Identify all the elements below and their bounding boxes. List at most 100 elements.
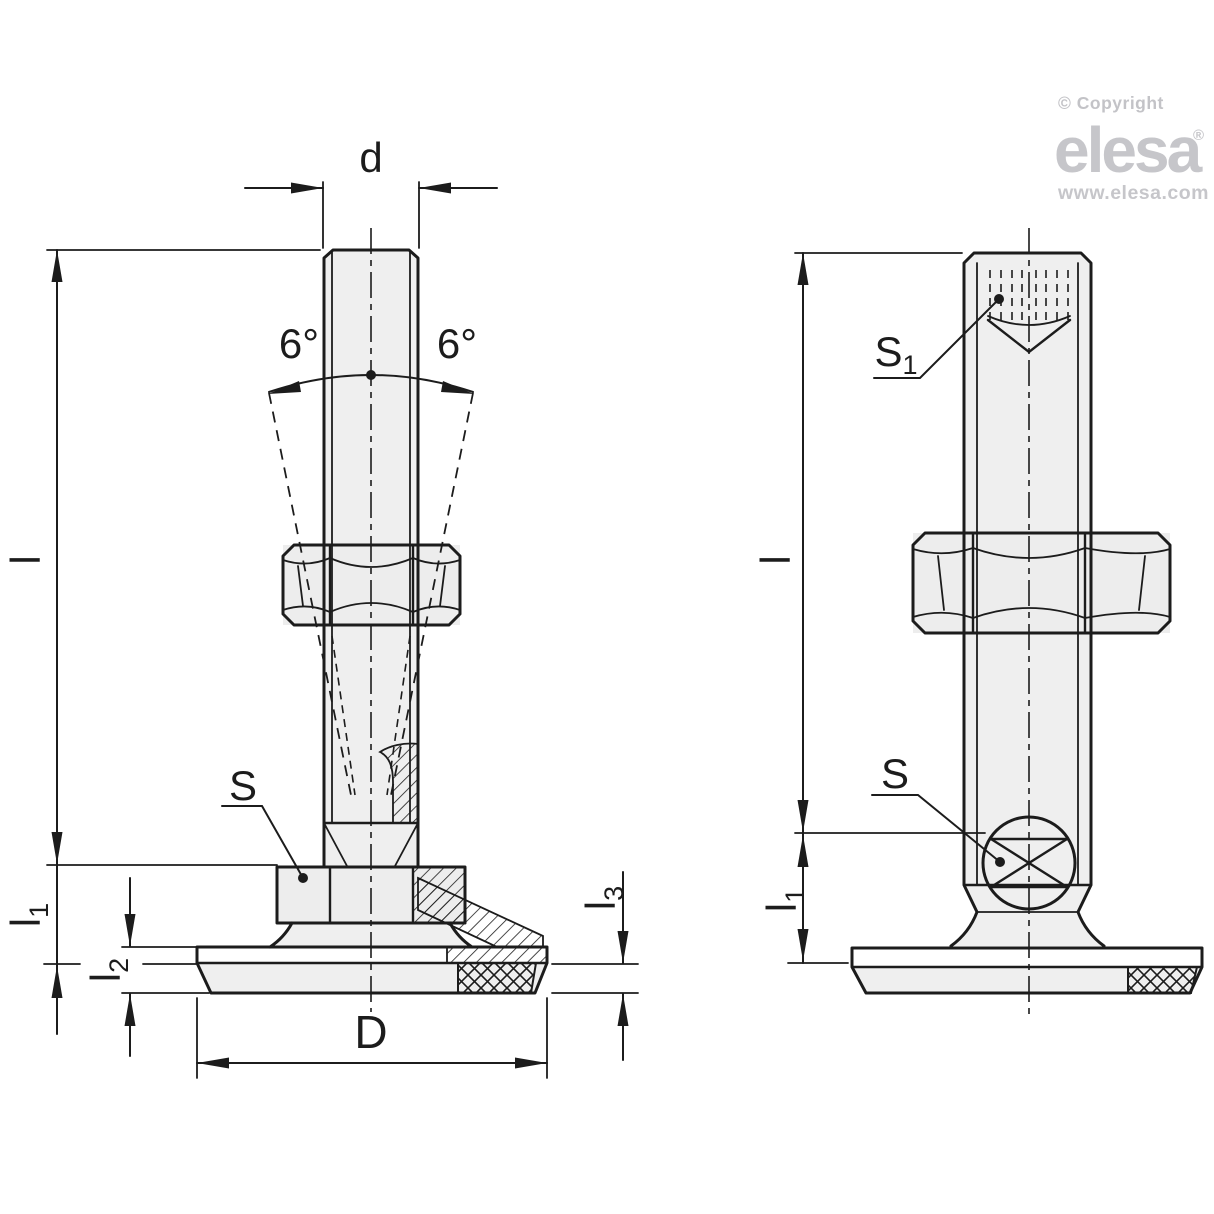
nut-outline bbox=[911, 531, 1172, 635]
pivot-center-dot bbox=[366, 370, 376, 380]
stem-outline bbox=[949, 251, 1106, 948]
left-view: d 6° 6° l l1 bbox=[2, 134, 639, 1079]
l-arrow-bottom bbox=[51, 832, 63, 864]
elesa-logo: elesa bbox=[1054, 114, 1203, 186]
base-plate bbox=[195, 945, 549, 995]
copyright-text: © Copyright bbox=[1058, 93, 1164, 113]
s-leader-dot bbox=[298, 873, 308, 883]
cup-slant-left bbox=[323, 822, 348, 867]
D-arrow-right bbox=[515, 1057, 547, 1069]
l3-label: l3 bbox=[577, 886, 629, 910]
section-hatch bbox=[378, 742, 548, 994]
nut-arc-bottom-center bbox=[972, 607, 1086, 619]
s-label: S bbox=[229, 762, 257, 809]
nut-arc-bottom-left bbox=[912, 611, 974, 619]
dimension-l-l1: l l1 bbox=[2, 249, 321, 1035]
s-callout: S bbox=[871, 750, 1005, 867]
s-callout: S bbox=[221, 762, 308, 883]
s-leader bbox=[221, 805, 304, 879]
hex-housing bbox=[268, 865, 474, 949]
registered-mark: ® bbox=[1193, 127, 1204, 144]
hex-socket bbox=[986, 270, 1072, 354]
s-leader-dot bbox=[995, 857, 1005, 867]
l1-arrow-bottom bbox=[797, 929, 809, 961]
l-arrow-top bbox=[51, 250, 63, 282]
socket-bottom-arc bbox=[987, 315, 1071, 326]
l1-label: l1 bbox=[758, 888, 810, 912]
wrench-flats bbox=[981, 815, 1077, 911]
swing-angle: 6° 6° bbox=[268, 320, 477, 394]
D-arrow-left bbox=[197, 1057, 229, 1069]
flare-left bbox=[268, 921, 294, 949]
l-label: l bbox=[2, 555, 49, 564]
flare-right bbox=[448, 921, 474, 949]
l2-arrow-top bbox=[124, 914, 136, 946]
l2-arrow-bottom bbox=[124, 994, 136, 1026]
angle-arrow-right bbox=[441, 381, 474, 394]
angle-arrow-left bbox=[268, 381, 301, 394]
website-text: www.elesa.com bbox=[1057, 182, 1209, 204]
l1-label: l1 bbox=[2, 903, 54, 927]
dimension-l2: l2 bbox=[82, 877, 210, 1057]
s-leader bbox=[871, 794, 1001, 863]
l3-arrow-bottom bbox=[617, 994, 629, 1026]
base-top-strip bbox=[852, 948, 1202, 967]
brand-block: © Copyright elesa ® www.elesa.com bbox=[1054, 93, 1209, 204]
nut-arc-bottom-right bbox=[412, 605, 461, 613]
flats-circle bbox=[981, 815, 1077, 911]
l-arrow-bottom bbox=[797, 800, 809, 832]
l1-arrow-top bbox=[797, 835, 809, 867]
angle-left-label: 6° bbox=[279, 320, 319, 367]
nut-fill bbox=[913, 533, 1170, 633]
d-arrow-right bbox=[419, 182, 451, 194]
nut-arc-top-right bbox=[1084, 547, 1171, 555]
flats-cross-2 bbox=[989, 837, 1069, 889]
d-label: d bbox=[359, 134, 382, 181]
l2-label: l2 bbox=[82, 958, 134, 982]
nut-chamfer-right bbox=[439, 565, 446, 607]
nut-chamfer-left bbox=[297, 565, 304, 607]
hex-nut bbox=[911, 531, 1172, 635]
D-label: D bbox=[354, 1006, 387, 1058]
hatch-ball-stud bbox=[378, 742, 419, 824]
d-arrow-left bbox=[291, 182, 323, 194]
housing-outline bbox=[275, 865, 467, 925]
socket-cone-v bbox=[986, 318, 1072, 354]
tilt-line-inner-left bbox=[331, 635, 356, 796]
right-view: S1 S bbox=[752, 228, 1204, 1020]
angle-right-label: 6° bbox=[437, 320, 477, 367]
tilt-line-right bbox=[389, 392, 474, 801]
stem-outline bbox=[322, 248, 420, 869]
nut-arc-top-center bbox=[329, 557, 414, 568]
crosshatch-rubber-pad bbox=[457, 962, 538, 994]
l1-arrow-bottom bbox=[51, 966, 63, 998]
base-plate bbox=[850, 946, 1204, 995]
hex-nut bbox=[281, 543, 462, 627]
hatch-base-metal bbox=[446, 946, 548, 964]
l-label: l bbox=[752, 555, 799, 564]
tilt-line-left bbox=[268, 392, 353, 801]
nut-arc-bottom-left bbox=[282, 605, 331, 613]
s1-callout: S1 bbox=[873, 294, 1004, 380]
crosshatch-rubber-pad bbox=[1127, 966, 1199, 994]
dimension-d: d bbox=[244, 134, 498, 249]
cup-slant-right bbox=[394, 822, 419, 867]
dimension-l-l1: l l1 bbox=[752, 252, 986, 964]
nut-chamfer-left bbox=[937, 555, 945, 611]
nut-arc-bottom-right bbox=[1084, 611, 1171, 619]
nut-chamfer-right bbox=[1138, 555, 1146, 611]
s1-label: S1 bbox=[874, 328, 917, 380]
nut-arc-bottom-center bbox=[329, 602, 414, 613]
s-label: S bbox=[881, 750, 909, 797]
s1-leader bbox=[873, 298, 1000, 379]
l-arrow-top bbox=[797, 253, 809, 285]
nut-arc-top-right bbox=[412, 557, 461, 565]
l3-arrow-top bbox=[617, 931, 629, 963]
nut-arc-top-left bbox=[912, 547, 974, 555]
nut-arc-top-left bbox=[282, 557, 331, 565]
nut-arc-top-center bbox=[972, 547, 1086, 559]
base-lower-fill bbox=[852, 967, 1202, 993]
dimension-l3: l3 bbox=[551, 871, 639, 1061]
